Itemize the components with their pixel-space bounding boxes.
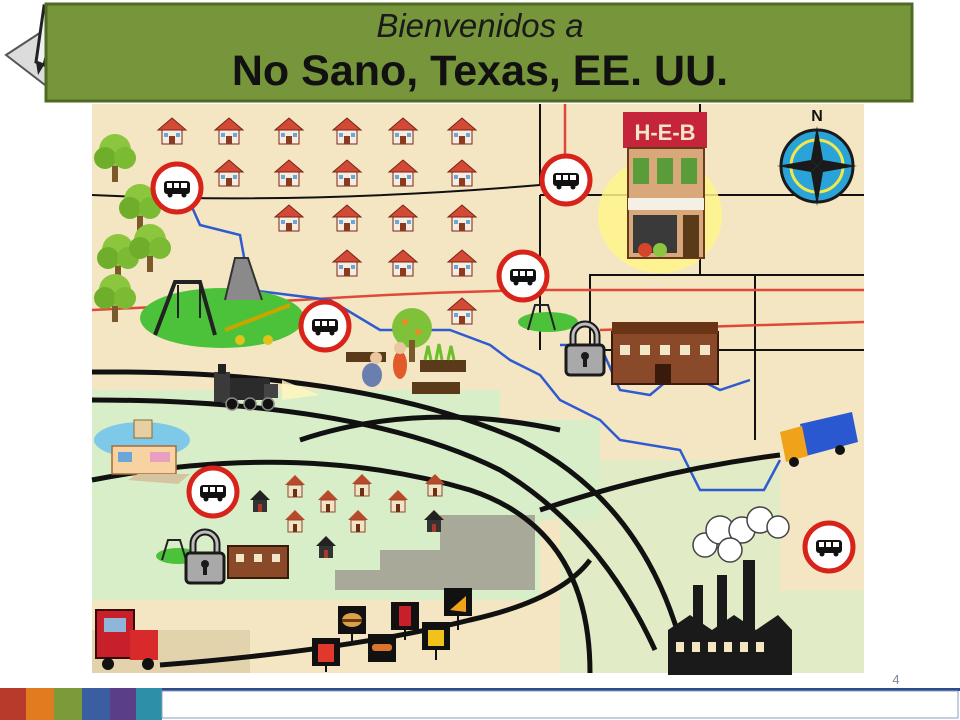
small-playground-icon (518, 304, 578, 332)
playground-icon (140, 257, 304, 348)
footer-bar (0, 688, 960, 720)
fast-food-sign-icon (444, 588, 472, 630)
store-sign: H-E-B (634, 120, 695, 145)
school-building-icon (611, 322, 719, 385)
title-banner (44, 2, 914, 103)
bus-stop-sign-icon (189, 468, 237, 516)
grocery-store-icon: H-E-B (598, 112, 722, 273)
footer-swatch-5 (110, 688, 136, 720)
bus-stop-sign-icon (805, 523, 853, 571)
footer-swatch-3 (54, 688, 82, 720)
community-garden-icon (346, 308, 466, 394)
compass-icon: N (777, 108, 857, 206)
compass-north-label: N (811, 108, 823, 125)
page-number: 4 (892, 672, 899, 687)
footer-swatch-2 (26, 688, 54, 720)
footer-swatch-4 (82, 688, 110, 720)
bus-stop-sign-icon (542, 156, 590, 204)
bus-stop-sign-icon (153, 164, 201, 212)
fast-food-sign-icon (422, 622, 450, 660)
convenience-store-icon (94, 419, 190, 484)
footer-swatch-1 (0, 688, 26, 720)
truck-icon (780, 412, 858, 467)
footer-swatch-6 (136, 688, 162, 720)
fast-food-sign-icon (338, 606, 366, 645)
train-icon (214, 364, 320, 411)
fast-food-sign-icon (312, 638, 340, 672)
bus-stop-sign-icon (499, 252, 547, 300)
title-welcome: Bienvenidos a (376, 7, 583, 44)
fast-food-sign-icon (391, 602, 419, 640)
page-title: No Sano, Texas, EE. UU. (232, 47, 728, 95)
factory-icon (668, 506, 792, 675)
fast-food-sign-icon (368, 634, 396, 662)
bus-stop-sign-icon (301, 302, 349, 350)
school-building-icon (227, 545, 289, 579)
semi-truck-icon (95, 609, 158, 670)
